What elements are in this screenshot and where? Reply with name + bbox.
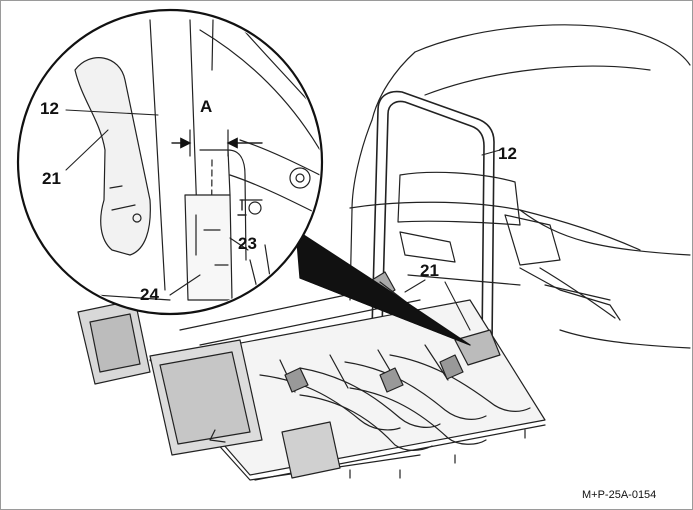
label-12-main: 12 bbox=[498, 144, 517, 163]
figure-reference-code: M+P-25A-0154 bbox=[582, 489, 657, 501]
leader-lines bbox=[65, 109, 501, 331]
label-24: 24 bbox=[140, 285, 159, 304]
upright-frame bbox=[371, 90, 495, 346]
label-21-inset: 21 bbox=[42, 169, 61, 188]
label-12-inset: 12 bbox=[40, 99, 59, 118]
label-23: 23 bbox=[238, 234, 257, 253]
zoom-wedge bbox=[295, 229, 471, 346]
detail-inset bbox=[16, 8, 324, 316]
label-21-main: 21 bbox=[420, 261, 439, 280]
carrier-platform bbox=[77, 271, 546, 481]
label-a: A bbox=[200, 97, 213, 116]
